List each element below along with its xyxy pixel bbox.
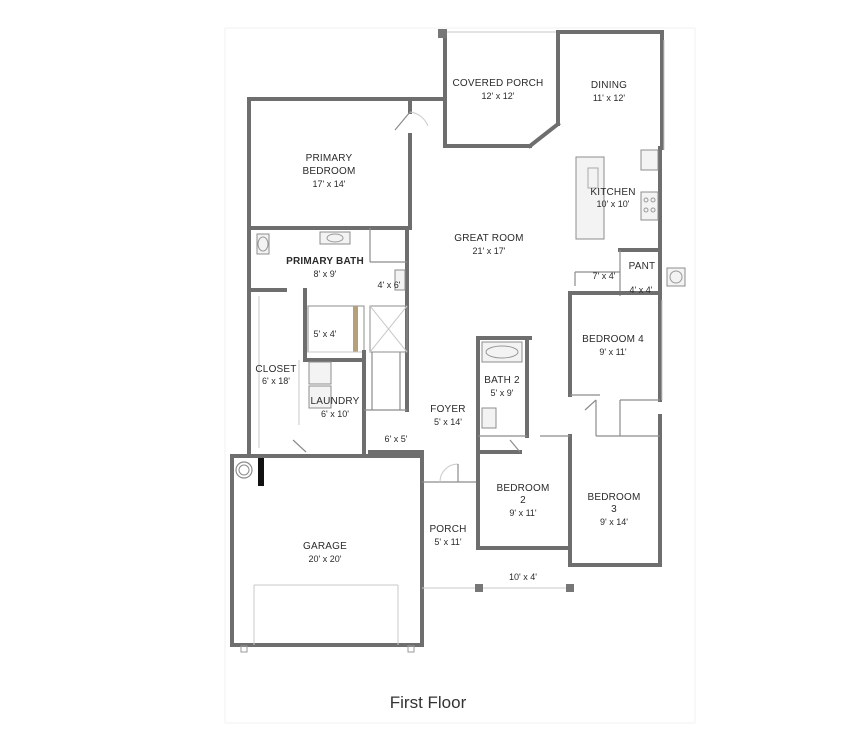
room-dining: DINING 11' x 12' [591,80,627,103]
floor-label: First Floor [389,693,467,712]
laundry-walls [303,350,407,454]
bedroom-2-name-line1: BEDROOM [496,483,549,494]
porch-dims: 5' x 11' [434,537,462,547]
closet-7x4-dims: 7' x 4' [593,271,616,281]
great-room-name: GREAT ROOM [454,233,523,244]
room-closet: CLOSET 6' x 18' [255,364,296,386]
room-bedroom-3: BEDROOM 3 9' x 14' [587,492,640,527]
laundry-dims: 6' x 10' [321,409,349,419]
primary-bedroom-name-line1: PRIMARY [306,153,353,164]
closet-walls [258,296,307,453]
room-closet-7x4: 7' x 4' [593,271,616,281]
great-room-dims: 21' x 17' [473,246,506,256]
bedroom-4-name: BEDROOM 4 [582,334,644,345]
closet-6x5-dims: 6' x 5' [385,434,408,444]
bedroom-4-dims: 9' x 11' [599,347,627,357]
foyer-dims: 5' x 14' [434,417,462,427]
bedroom-3-name-line1: BEDROOM [587,492,640,503]
laundry-name: LAUNDRY [310,396,359,407]
primary-bedroom-walls [247,97,447,454]
room-bath-2: BATH 2 5' x 9' [484,375,520,398]
primary-bath-dims: 8' x 9' [314,269,337,279]
foyer-porch-walls [368,450,574,592]
kitchen-name: KITCHEN [590,187,635,198]
primary-bedroom-name-line2: BEDROOM [302,166,355,177]
bedroom-3-walls [568,399,662,567]
room-great-room: GREAT ROOM 21' x 17' [454,233,523,256]
covered-porch-name: COVERED PORCH [453,78,544,89]
garage-walls [230,454,424,653]
room-bedroom-4: BEDROOM 4 9' x 11' [582,334,644,357]
room-primary-bath: PRIMARY BATH 8' x 9' [286,256,364,279]
dining-name: DINING [591,80,627,91]
closet-4x6-dims: 4' x 6' [378,280,401,290]
bedroom-3-dims: 9' x 14' [600,517,628,527]
closet-dims: 6' x 18' [262,376,290,386]
bedroom-2-dims: 9' x 11' [509,508,537,518]
room-closet-6x5: 6' x 5' [385,434,408,444]
foyer-name: FOYER [430,404,465,415]
shower-5x4-dims: 5' x 4' [314,329,337,339]
room-closet-4x4: 4' x 4' [630,285,653,295]
room-pantry: PANT [629,261,656,272]
primary-bath-name: PRIMARY BATH [286,256,364,267]
primary-bedroom-dims: 17' x 14' [313,179,346,189]
closet-4x4-dims: 4' x 4' [630,285,653,295]
covered-porch-dims: 12' x 12' [482,91,515,101]
room-foyer: FOYER 5' x 14' [430,404,465,427]
dining-dims: 11' x 12' [593,93,626,103]
room-patio-10x4: 10' x 4' [509,572,537,582]
room-bedroom-2: BEDROOM 2 9' x 11' [496,483,549,518]
room-covered-porch: COVERED PORCH 12' x 12' [453,78,544,101]
kitchen-walls [574,146,686,298]
kitchen-dims: 10' x 10' [597,199,630,209]
primary-bath-walls [247,226,409,412]
bath-2-dims: 5' x 9' [491,388,514,398]
room-primary-bedroom: PRIMARY BEDROOM 17' x 14' [302,153,355,189]
room-closet-4x6: 4' x 6' [378,280,401,290]
covered-porch-walls [438,29,561,149]
bedroom-2-name-line2: 2 [520,495,526,506]
garage-dims: 20' x 20' [309,554,342,564]
pantry-name: PANT [629,261,656,272]
bath-2-name: BATH 2 [484,375,520,386]
patio-10x4-dims: 10' x 4' [509,572,537,582]
room-porch: PORCH 5' x 11' [429,524,466,547]
closet-name: CLOSET [255,364,296,375]
porch-name: PORCH [429,524,466,535]
bedroom-2-walls [476,434,572,567]
bedroom-3-name-line2: 3 [611,504,617,515]
garage-name: GARAGE [303,541,347,552]
bedroom-4-walls [568,291,663,402]
room-kitchen: KITCHEN 10' x 10' [590,187,635,209]
bath-2-walls [476,336,532,550]
room-laundry: LAUNDRY 6' x 10' [310,396,359,419]
dining-walls [556,30,665,150]
room-shower-5x4: 5' x 4' [314,329,337,339]
room-garage: GARAGE 20' x 20' [303,541,347,564]
